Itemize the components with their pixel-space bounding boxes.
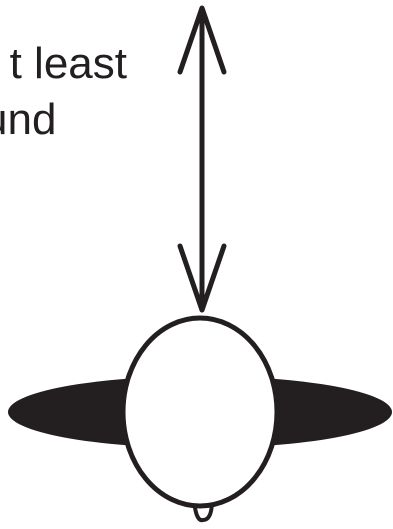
head-shape <box>123 318 277 506</box>
double-arrow-icon <box>180 8 224 310</box>
person-top-view-icon <box>8 318 392 520</box>
